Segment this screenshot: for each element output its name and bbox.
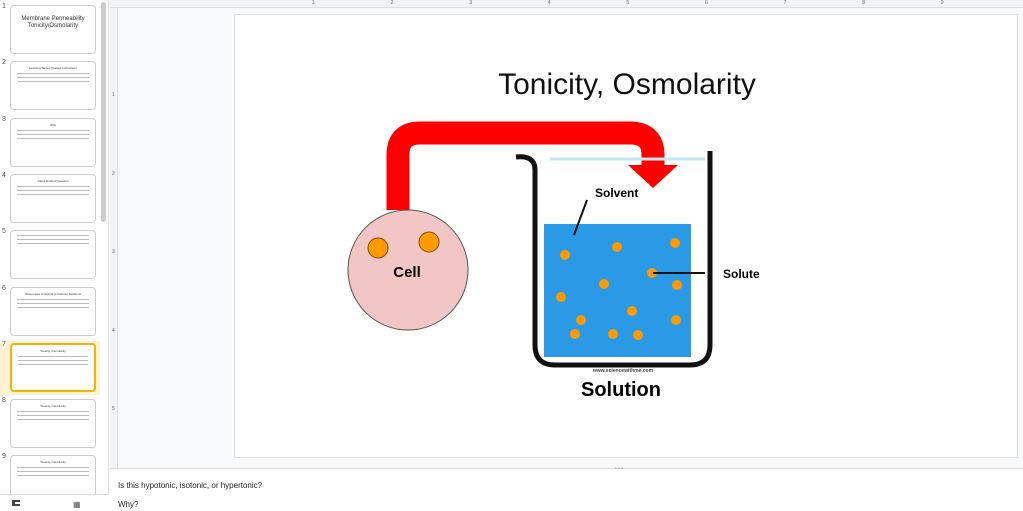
thumbnail-title: Membrane Permeability Tonicity/Osmolarit… [21,16,85,29]
cell-label: Cell [393,264,421,281]
solute-particle [612,242,622,252]
thumbnail-preview[interactable]: Class Guided Question [10,173,96,223]
ruler-mark: 3 [112,249,115,256]
solute-particle [671,315,681,325]
notes-line: Is this hypotonic, isotonic, or hyperton… [118,481,263,490]
solute-particle [570,329,580,339]
solute-label: Solute [723,267,760,281]
horizontal-ruler[interactable]: 1 2 3 4 5 6 7 8 9 [110,0,1023,8]
slide-number: 7 [2,340,6,348]
thumbnail-preview[interactable]: Responses of Animal to Isotonic Solution… [10,286,96,336]
ruler-mark: 2 [112,170,115,177]
vertical-ruler[interactable]: 1 2 3 4 5 [110,8,118,468]
solute-particle [556,292,566,302]
thumbnail-title: Tonicity, Osmolarity [40,404,66,409]
solute-particle [670,238,680,248]
cell-solute [418,231,440,253]
solute-particle [560,250,570,260]
thumbnail-preview[interactable]: Tonicity, Osmolarity [10,399,96,449]
solute-particle [672,280,682,290]
thumbnail-title: Tonicity, Osmolarity [40,348,66,353]
solute-particle [647,268,657,278]
slide-number: 8 [2,397,6,405]
filmstrip-scrollbar[interactable] [101,2,106,222]
cell-solute [367,237,389,259]
thumbnail-title: Learning Target (Guided Instruction) [29,66,77,71]
grid-view-icon[interactable]: ▦ [73,500,81,509]
ruler-mark: 7 [783,0,787,6]
thumbnail-title: Class Guided Question [37,178,69,183]
speaker-notes[interactable]: • • • Is this hypotonic, isotonic, or hy… [110,466,1023,511]
slide-number: 9 [2,453,6,461]
ruler-mark: 2 [390,0,394,6]
ruler-mark: 8 [862,0,865,6]
slide-number: 2 [2,59,6,67]
filmstrip-footer: ▦ [0,494,109,511]
slide-number: 6 [2,284,6,292]
slide-number: 3 [2,115,6,123]
solute-particle [627,306,637,316]
thumbnail-preview[interactable]: Learning Target (Guided Instruction) [10,61,96,111]
solute-particle [633,330,643,340]
ruler-mark: 9 [940,0,944,6]
thumbnail-preview[interactable] [10,230,96,280]
ruler-mark: 6 [705,0,708,6]
ruler-mark: 1 [312,0,315,6]
list-view-icon[interactable] [12,500,20,506]
ruler-mark: 5 [626,0,630,6]
slide-thumbnail-5[interactable]: 5 [0,228,100,282]
thumbnail-preview[interactable]: Membrane Permeability Tonicity/Osmolarit… [10,5,96,54]
thumbnail-title: Responses of Animal to Isotonic Solution… [25,291,81,296]
solute-particle [576,315,586,325]
solution-label: Solution [581,379,661,401]
thumbnail-preview[interactable]: Tonicity, Osmolarity [10,342,96,392]
slide-number: 4 [2,171,6,179]
solute-particle [608,329,618,339]
ruler-mark: 5 [112,406,115,413]
slide-number: 5 [2,228,6,236]
slide-number: 1 [2,3,6,10]
slide-canvas[interactable]: Tonicity, Osmolarity Cell Solvent Solute… [234,14,1018,458]
solute-particle [599,279,609,289]
ruler-mark: 4 [112,327,115,334]
slide-title[interactable]: Tonicity, Osmolarity [498,68,756,101]
arrow [386,121,678,210]
ruler-mark: 3 [469,0,472,6]
credit-text: www.sciencewithme.com [592,368,654,374]
notes-resize-handle[interactable]: • • • [615,466,624,472]
solvent-label: Solvent [595,186,638,200]
ruler-mark: 4 [547,0,551,6]
ruler-mark: 1 [112,92,115,98]
notes-line: Why? [118,500,139,509]
thumbnail-title: Why [50,122,56,127]
thumbnail-preview[interactable]: Why [10,117,96,167]
thumbnail-title: Tonicity, Osmolarity [40,460,66,465]
